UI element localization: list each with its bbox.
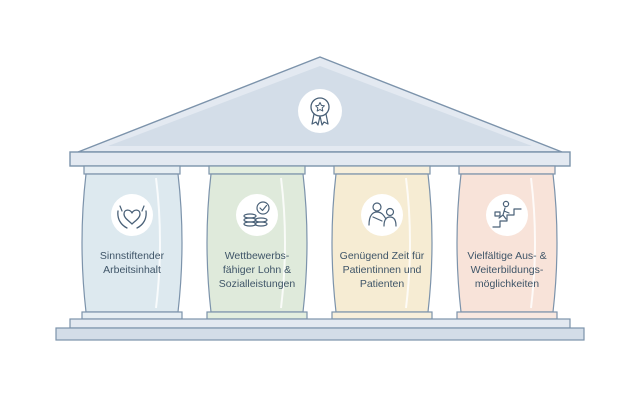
award-badge-icon [298, 89, 342, 133]
column-2 [206, 165, 308, 320]
pillar-label-1: Sinnstiftender Arbeitsinhalt [99, 250, 165, 276]
coins-check-icon [236, 194, 278, 236]
roof-beam [69, 151, 571, 167]
pillar-label-4: Vielfältige Aus- & Weiterbildungs- mögli… [467, 250, 547, 290]
foundation [55, 318, 585, 341]
pillar-label-2: Wettbewerbs- fähiger Lohn & Sozialleistu… [218, 250, 296, 290]
column-3 [331, 165, 433, 320]
heart-hands-icon [111, 194, 153, 236]
column-1 [81, 165, 183, 320]
pillar-label-3: Genügend Zeit für Patientinnen und Patie… [339, 250, 425, 290]
care-patient-icon [361, 194, 403, 236]
column-4 [456, 165, 558, 320]
career-stairs-icon [486, 194, 528, 236]
